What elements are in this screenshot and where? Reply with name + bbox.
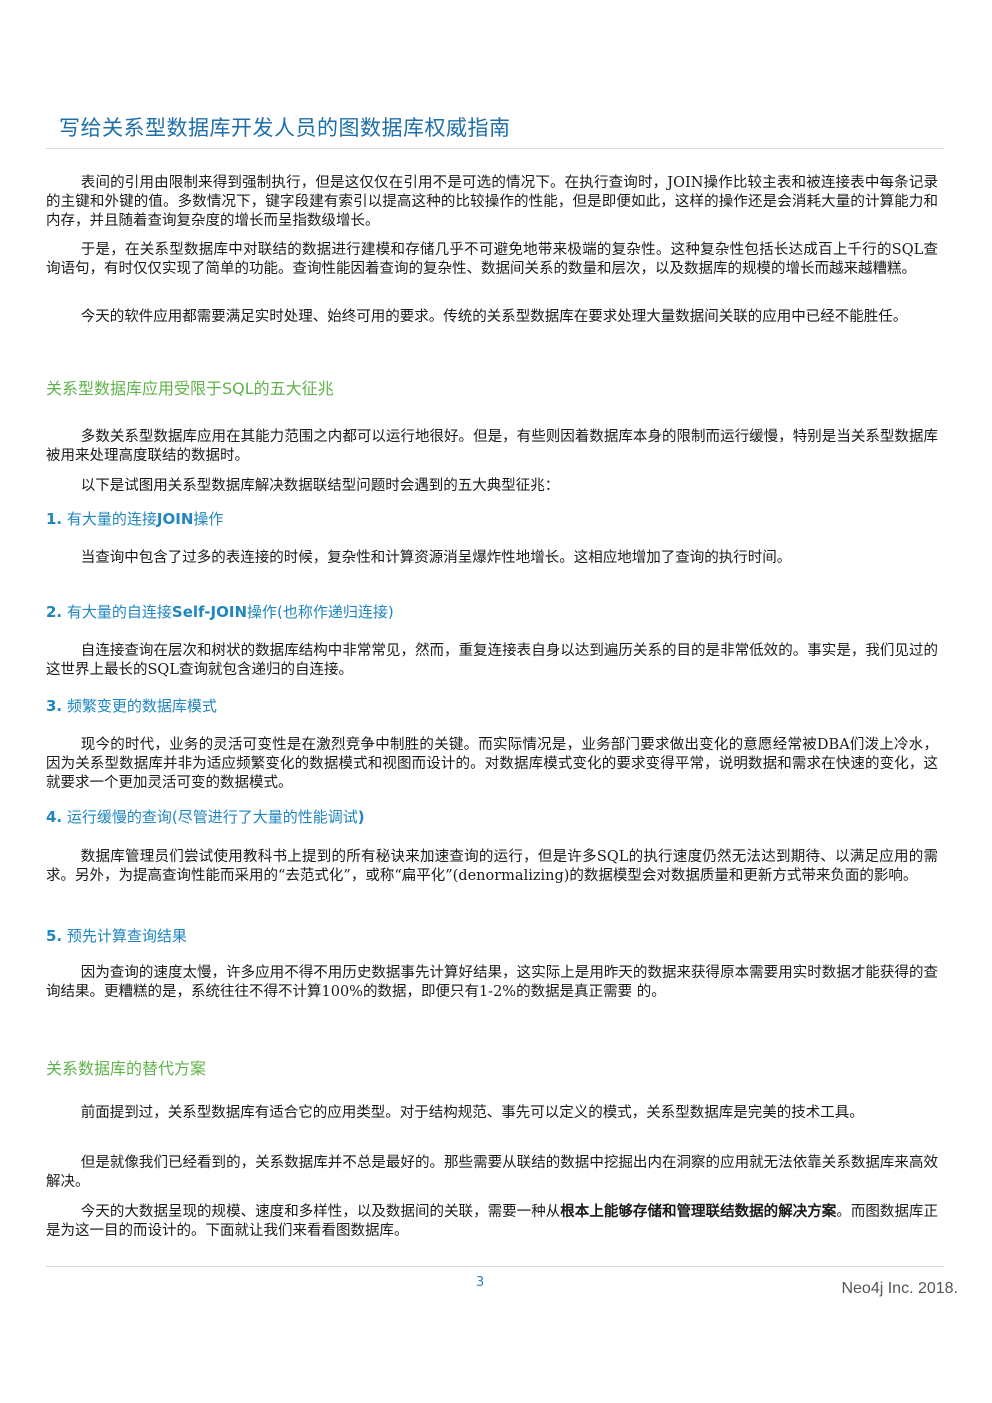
symptom-body-1: 当查询中包含了过多的表连接的时候，复杂性和计算资源消呈爆炸性地增长。这相应地增加… xyxy=(80,550,792,566)
symptom-body-5: 因为查询的速度太慢，许多应用不得不用历史数据事先计算好结果，这实际上是用昨天的数… xyxy=(46,965,938,1000)
document-title: 写给关系型数据库开发人员的图数据库权威指南 xyxy=(59,116,511,140)
section2-paragraph-3: 今天的大数据呈现的规模、速度和多样性，以及数据间的关联，需要一种从根本上能够存储… xyxy=(46,1203,939,1239)
page-number: 3 xyxy=(476,1275,485,1290)
symptom-heading-5: 5. 预先计算查询结果 xyxy=(46,927,187,945)
symptom-heading-3: 3. 频繁变更的数据库模式 xyxy=(46,697,217,715)
title-divider xyxy=(46,148,944,149)
section2-paragraph-1: 前面提到过，关系型数据库有适合它的应用类型。对于结构规范、事先可以定义的模式，关… xyxy=(80,1105,864,1121)
symptom-body-3: 现今的时代，业务的灵活可变性是在激烈竞争中制胜的关键。而实际情况是，业务部门要求… xyxy=(46,737,938,791)
section1-paragraph-1: 多数关系型数据库应用在其能力范围之内都可以运行地很好。但是，有些则因着数据库本身… xyxy=(46,429,938,464)
symptom-heading-2: 2. 有大量的自连接Self-JOIN操作(也称作递归连接) xyxy=(46,603,394,621)
symptom-heading-4: 4. 运行缓慢的查询(尽管进行了大量的性能调试) xyxy=(46,808,365,826)
symptom-heading-1: 1. 有大量的连接JOIN操作 xyxy=(46,510,224,528)
symptom-body-2: 自连接查询在层次和树状的数据库结构中非常常见，然而，重复连接表自身以达到遍历关系… xyxy=(46,643,938,678)
footer-company: Neo4j Inc. 2018. xyxy=(841,1280,958,1297)
symptom-body-4: 数据库管理员们尝试使用教科书上提到的所有秘诀来加速查询的运行，但是许多SQL的执… xyxy=(46,849,938,884)
intro-paragraph-1: 表间的引用由限制来得到强制执行，但是这仅仅在引用不是可选的情况下。在执行查询时，… xyxy=(46,175,938,229)
intro-paragraph-2: 于是，在关系型数据库中对联结的数据进行建模和存储几乎不可避免地带来极端的复杂性。… xyxy=(46,242,938,277)
section-heading-five-symptoms: 关系型数据库应用受限于SQL的五大征兆 xyxy=(46,379,334,398)
section2-paragraph-2: 但是就像我们已经看到的，关系数据库并不总是最好的。那些需要从联结的数据中挖掘出内… xyxy=(46,1155,938,1190)
section1-paragraph-2: 以下是试图用关系型数据库解决数据联结型问题时会遇到的五大典型征兆： xyxy=(80,478,560,494)
intro-paragraph-3: 今天的软件应用都需要满足实时处理、始终可用的要求。传统的关系型数据库在要求处理大… xyxy=(80,309,908,325)
footer-divider xyxy=(46,1266,944,1267)
section-heading-alternatives: 关系数据库的替代方案 xyxy=(46,1059,207,1078)
